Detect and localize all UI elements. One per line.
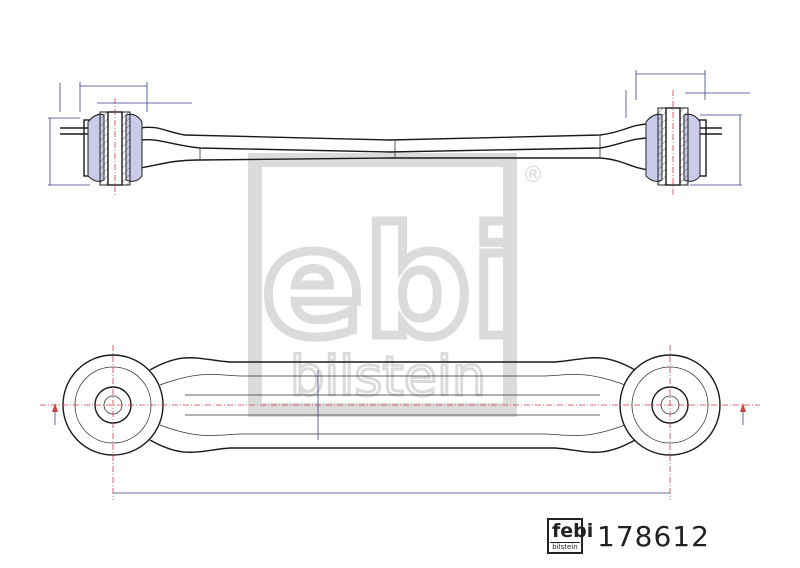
top-view <box>40 345 760 500</box>
svg-text:bilstein: bilstein <box>290 345 486 408</box>
svg-text:ebi: ebi <box>262 197 523 371</box>
logo-subtext: bilstein <box>550 542 580 551</box>
part-number: 178612 <box>597 519 710 553</box>
brand-block: febi bilstein 178612 <box>547 518 710 554</box>
logo-text: febi <box>552 520 594 542</box>
febi-watermark: ebi bilstein ® <box>248 153 544 417</box>
svg-text:®: ® <box>522 163 544 188</box>
side-view <box>48 70 750 195</box>
febi-logo: febi bilstein <box>547 518 593 554</box>
